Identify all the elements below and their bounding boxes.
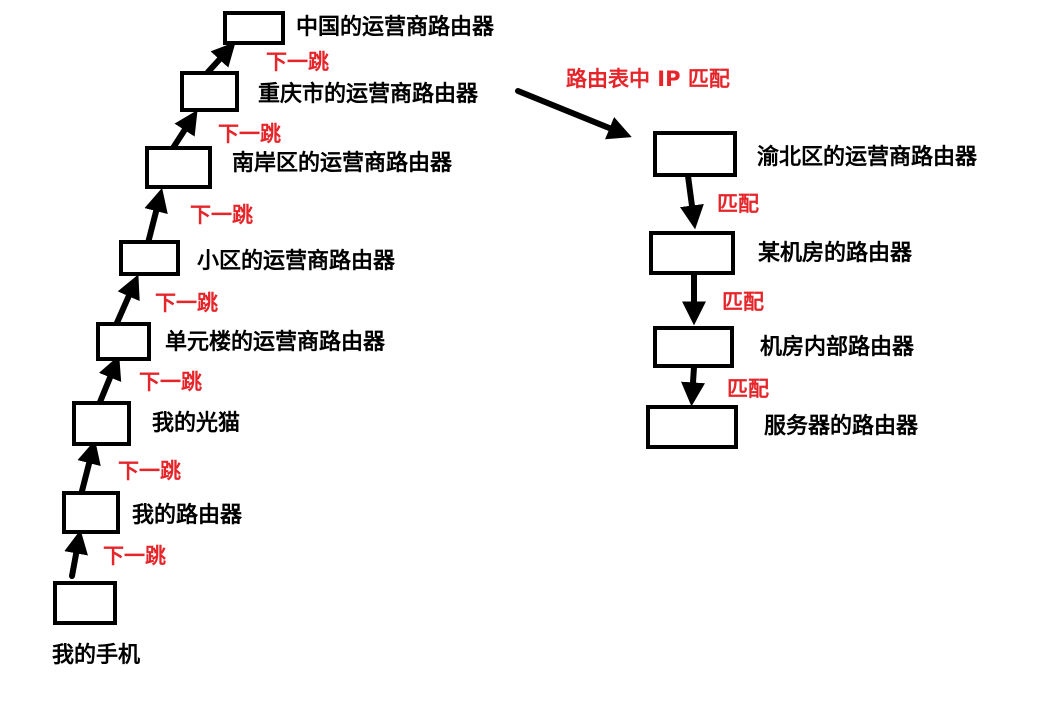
- router-label-idc: 某机房的路由器: [758, 240, 913, 266]
- nodes-layer: [53, 11, 738, 625]
- edge-label-home-router-to-modem: 下一跳: [118, 459, 181, 483]
- router-label-idc-inner: 机房内部路由器: [760, 334, 915, 360]
- node-labels-layer: 我的手机 我的路由器 我的光猫 单元楼的运营商路由器 小区的运营商路由器 南岸区…: [52, 14, 978, 668]
- edge-arrow-nanan-to-chongqing: [170, 109, 198, 151]
- edges-layer: [64, 41, 706, 579]
- edge-arrow-phone-to-home-router: [64, 529, 88, 579]
- edge-label-idc-to-idc-inner: 匹配: [722, 290, 764, 314]
- router-box-nanan: [145, 146, 212, 189]
- edge-arrow-yubei-to-idc: [680, 173, 704, 230]
- router-box-modem: [72, 401, 131, 446]
- edge-label-community-to-nanan: 下一跳: [190, 203, 253, 227]
- router-box-server: [646, 405, 738, 449]
- router-box-yubei: [653, 131, 737, 177]
- router-label-home-router: 我的路由器: [132, 502, 243, 528]
- router-label-china: 中国的运营商路由器: [296, 14, 495, 40]
- edge-label-idc-inner-to-server: 匹配: [727, 377, 769, 401]
- router-label-community: 小区的运营商路由器: [197, 248, 396, 274]
- edge-label-building-to-community: 下一跳: [155, 291, 218, 315]
- router-label-modem: 我的光猫: [152, 410, 240, 436]
- edge-labels-layer: 下一跳 下一跳 下一跳 下一跳 下一跳 下一跳 下一跳 路由表中 IP 匹配 匹…: [103, 50, 769, 568]
- edge-label-nanan-to-chongqing: 下一跳: [218, 122, 281, 146]
- router-box-building: [96, 322, 151, 361]
- router-box-idc: [649, 231, 735, 275]
- edge-label-modem-to-building: 下一跳: [139, 370, 202, 394]
- router-label-nanan: 南岸区的运营商路由器: [232, 150, 453, 176]
- edge-arrow-idc-inner-to-server: [681, 364, 705, 407]
- router-label-phone: 我的手机: [52, 642, 140, 668]
- router-box-home-router: [62, 491, 120, 534]
- edge-label-chongqing-to-china: 下一跳: [266, 50, 329, 74]
- edge-arrow-chongqing-to-china: [205, 41, 236, 75]
- edge-label-phone-to-home-router: 下一跳: [103, 544, 166, 568]
- router-box-phone: [53, 581, 117, 625]
- edge-arrow-chongqing-to-yubei: [515, 88, 632, 140]
- edge-arrow-modem-to-building: [97, 355, 122, 405]
- router-box-idc-inner: [653, 326, 734, 368]
- router-label-building: 单元楼的运营商路由器: [165, 329, 386, 355]
- router-label-yubei: 渝北区的运营商路由器: [757, 144, 978, 170]
- edge-arrow-community-to-nanan: [144, 187, 168, 246]
- router-label-chongqing: 重庆市的运营商路由器: [258, 81, 479, 107]
- router-box-chongqing: [180, 71, 239, 112]
- router-label-server: 服务器的路由器: [764, 413, 919, 439]
- edge-arrow-home-router-to-modem: [77, 439, 101, 494]
- edge-arrow-building-to-community: [113, 274, 140, 328]
- edge-label-ip-match: 路由表中 IP 匹配: [566, 67, 730, 91]
- edge-label-yubei-to-idc: 匹配: [717, 192, 759, 216]
- router-box-community: [119, 240, 180, 276]
- router-box-china: [223, 11, 285, 45]
